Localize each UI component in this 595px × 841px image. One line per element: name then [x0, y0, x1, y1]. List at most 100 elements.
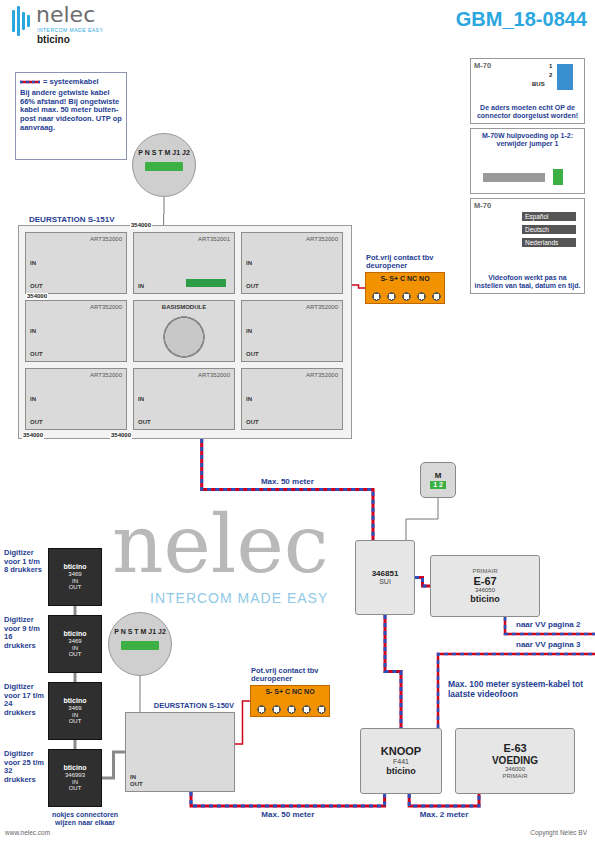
pin-number: 2	[549, 72, 552, 79]
digitizer: Digitizer voor 17 t/m 24 drukkersbticino…	[48, 682, 102, 740]
device-label: OUT	[30, 419, 122, 426]
device-label: Videofoon werkt pas na instellen van taa…	[474, 274, 581, 290]
device-label: P N S T M J1 J2	[114, 628, 166, 636]
device-label: bticino	[386, 766, 416, 776]
pin-name: BUS	[532, 81, 545, 88]
connector	[415, 578, 430, 587]
device-label: P N S T M J1 J2	[138, 149, 190, 157]
connector-group	[409, 794, 479, 806]
device-label: 346000	[505, 766, 525, 773]
cable-twist	[438, 654, 595, 728]
power-supply: E-63VOEDING346000PRIMAIR	[455, 728, 575, 794]
cable-twist	[385, 615, 401, 728]
connector-group	[352, 285, 365, 288]
device-label: ART352000	[30, 236, 122, 243]
cable-twist	[191, 792, 385, 806]
digitizer: Digitizer voor 25 t/m 32 drukkersbticino…	[48, 749, 102, 807]
connector-group	[415, 578, 430, 587]
logo-bar	[27, 15, 30, 27]
connector-group	[102, 752, 125, 778]
device-heading: DEURSTATION S-151V	[29, 215, 115, 224]
watermark: nelec	[112, 505, 329, 585]
cable-note: naar VV pagina 2	[516, 620, 580, 629]
device-label: 346993	[65, 772, 85, 779]
device-label: 1 2	[430, 481, 446, 489]
device-label: OUT	[246, 283, 338, 290]
cable-length: Max. 50 meter	[259, 477, 316, 486]
device-label: bticino	[64, 764, 87, 772]
connector-group	[75, 740, 76, 749]
cable-code: 354000	[26, 293, 48, 300]
cable-sample-twist	[20, 80, 40, 83]
connector	[74, 673, 77, 682]
device-label: IN	[30, 396, 122, 403]
terminal-block	[121, 641, 159, 650]
cable-wire	[438, 654, 595, 728]
digitizer: Digitizer voor 1 t/m 8 drukkersbticino34…	[48, 548, 102, 606]
connector-group	[75, 606, 76, 615]
relay-contact: Pot.vrij contact tbv deuropenerS- S+ C N…	[365, 272, 445, 304]
door-module: ART352000INOUT	[241, 232, 343, 294]
device-label: E-63	[503, 742, 526, 755]
device-heading: Digitizer voor 1 t/m 8 drukkers	[4, 549, 46, 575]
device-label: M	[435, 471, 442, 480]
device-label: S- S+ C NC NO	[265, 688, 314, 696]
cable-length: Max. 2 meter	[418, 810, 470, 819]
logo-bar	[17, 6, 20, 36]
page-title: GBM_18-0844	[456, 8, 587, 31]
device-heading: Pot.vrij contact tbv deuropener	[366, 254, 446, 271]
door-station-panel: DEURSTATION S-151VART352000INOUTART35200…	[18, 225, 352, 439]
legend-item: = systeemkabel	[20, 77, 99, 86]
device-label: 346851	[372, 569, 399, 578]
connector	[74, 606, 77, 615]
connector	[409, 794, 479, 806]
device-label: 3469	[68, 571, 81, 578]
terminal-block	[145, 162, 183, 171]
connector-group	[235, 701, 250, 744]
relay-contact: Pot.vrij contact tbv deuropenerS- S+ C N…	[250, 685, 330, 717]
device-label: OUT	[30, 283, 122, 290]
device-label: VOEDING	[492, 755, 538, 767]
footer-copyright: Copyright Nelec BV	[530, 829, 587, 836]
device-label: OUT	[69, 718, 82, 725]
logo-icon	[12, 6, 30, 36]
device-label: OUT	[246, 419, 338, 426]
door-module: ART352000INOUT	[241, 368, 343, 430]
connector	[191, 792, 385, 806]
logo-text: nelec	[36, 4, 95, 26]
legend-swatch	[20, 78, 40, 86]
device-label: ART352000	[246, 236, 338, 243]
footer-url: www.nelec.com	[5, 829, 50, 836]
device-label: S- S+ C NC NO	[380, 275, 429, 283]
sui-module: 346851SUI	[355, 540, 415, 615]
cable-sample	[20, 80, 40, 83]
device-label: E-67	[473, 575, 496, 588]
connector-detail: P N S T M J1 J2	[132, 133, 196, 197]
device-label: ART352000	[30, 372, 122, 379]
device-label: bticino	[64, 630, 87, 638]
device-label: PRIMAIR	[472, 568, 497, 575]
connector-group	[75, 673, 76, 682]
brand-logo: bticino	[37, 34, 70, 46]
device-label: M-70	[474, 202, 491, 211]
device-label: bticino	[64, 563, 87, 571]
info-box: M-70De aders moeten echt OP de connector…	[470, 58, 585, 124]
bus-node: KNOOPF441bticino	[360, 728, 442, 794]
connector	[102, 752, 125, 778]
door-station: DEURSTATION S-150VINOUT	[125, 712, 235, 792]
cable-length: Max. 50 meter	[259, 810, 316, 819]
connector-group	[139, 676, 140, 712]
device-label: OUT	[30, 351, 122, 358]
device-label: KNOOP	[381, 745, 421, 758]
power-supply: PRIMAIRE-67346050bticino	[430, 555, 540, 617]
logo-bar	[22, 12, 25, 30]
cable-note: Max. 100 meter systeem-kabel tot laatste…	[448, 680, 588, 700]
cable-twist	[505, 617, 595, 634]
cable-twist	[415, 578, 430, 587]
cable-twist	[409, 794, 479, 806]
device-label: De aders moeten echt OP de connector doo…	[474, 104, 581, 120]
device-label: 346050	[475, 587, 495, 594]
device-label: bticino	[470, 594, 500, 604]
cable-note: naar VV pagina 3	[516, 640, 580, 649]
